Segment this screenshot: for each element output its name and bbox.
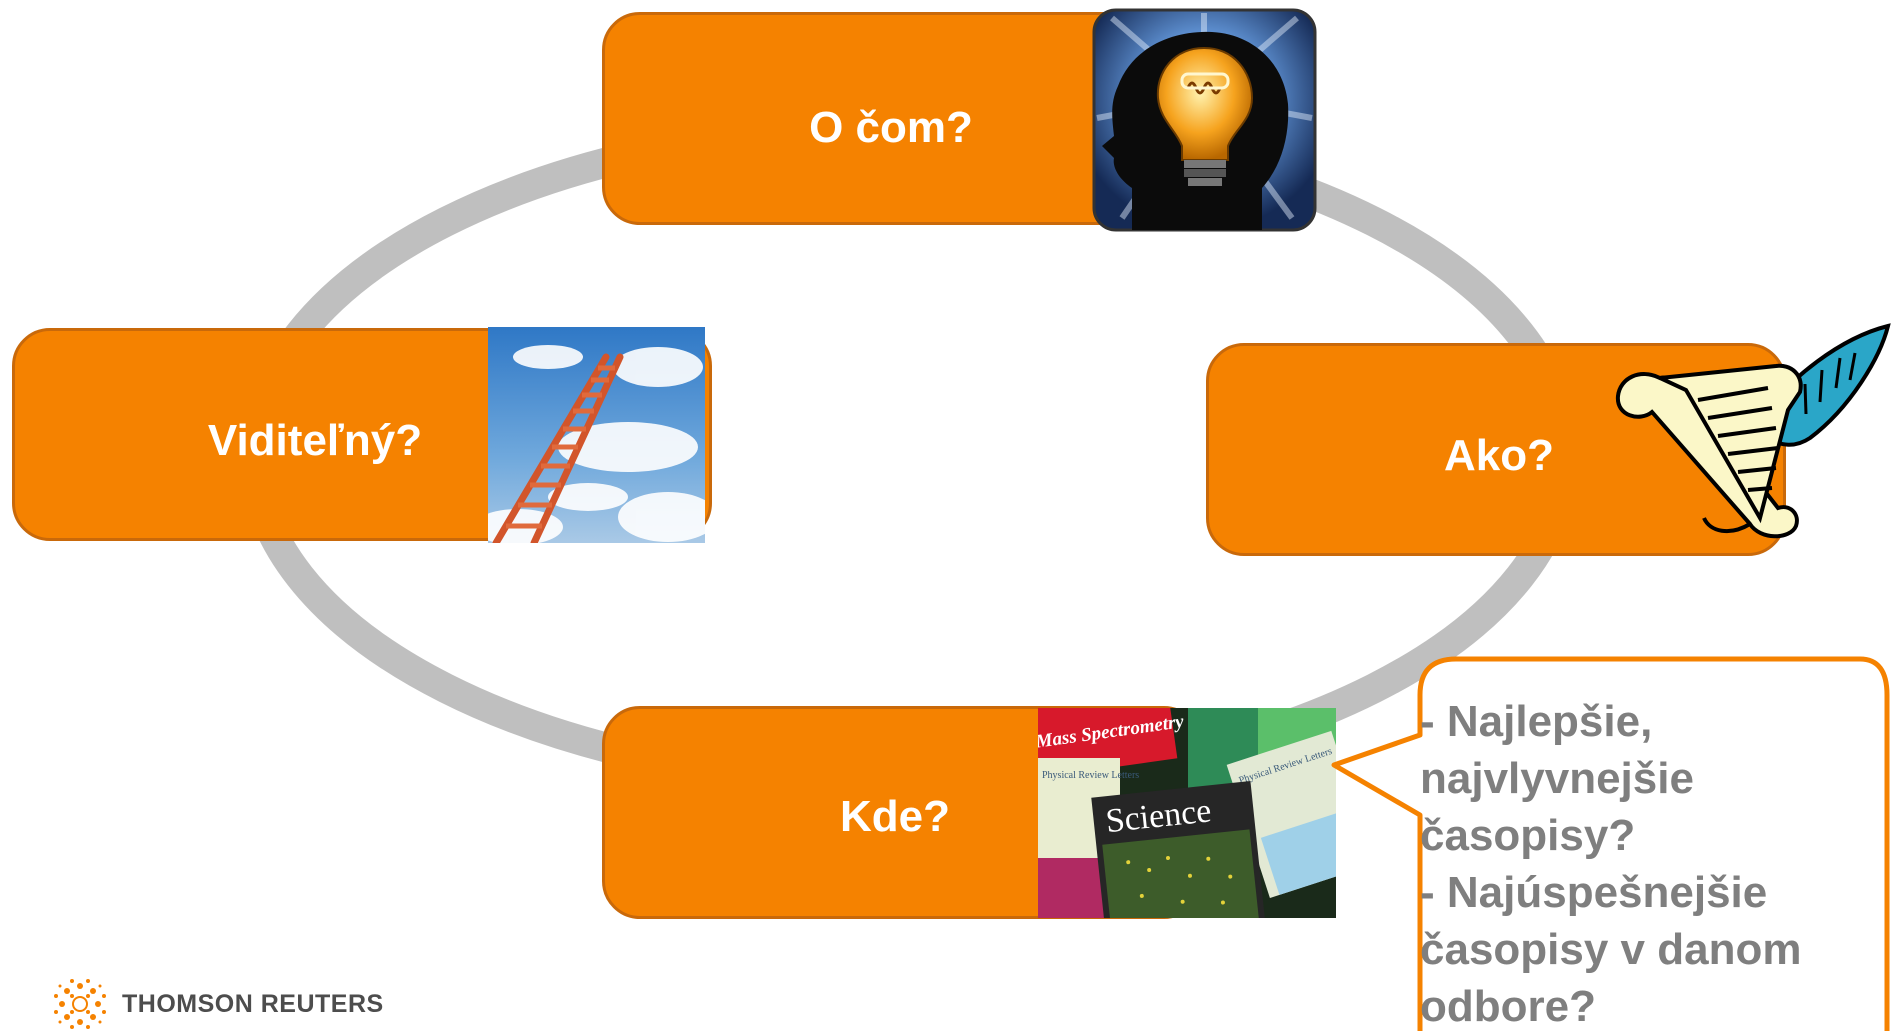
step-o-com: O čom? [602, 12, 1162, 225]
scroll-and-quill-icon [1615, 323, 1891, 539]
callout-line: - Najúspešnejšie [1420, 868, 1768, 917]
step-ako-label: Ako? [1444, 431, 1554, 480]
step-viditelny-label: Viditeľný? [207, 416, 423, 465]
lightbulb-head-icon [1092, 8, 1317, 232]
callout-text: - Najlepšie, najvlyvnejšie časopisy? - N… [1420, 693, 1860, 1035]
logo-text: THOMSON REUTERS [122, 990, 384, 1018]
step-o-com-label: O čom? [809, 103, 973, 152]
callout-line: časopisy? [1420, 811, 1636, 860]
step-kde-label: Kde? [840, 792, 950, 841]
prl-cover-left-title: Physical Review Letters [1042, 770, 1139, 781]
callout-line: - Najlepšie, [1420, 697, 1653, 746]
thomson-reuters-logo: THOMSON REUTERS [52, 978, 384, 1031]
journal-covers-image: Mass Spectrometry Physical Review Letter… [1038, 708, 1336, 918]
callout-line: odbore? [1420, 982, 1596, 1031]
callout-line: časopisy v danom [1420, 925, 1802, 974]
thomson-reuters-dots-icon [54, 979, 106, 1029]
callout-bubble [1331, 656, 1890, 1031]
ladder-to-sky-image [488, 327, 705, 543]
callout-line: najvlyvnejšie [1420, 754, 1694, 803]
